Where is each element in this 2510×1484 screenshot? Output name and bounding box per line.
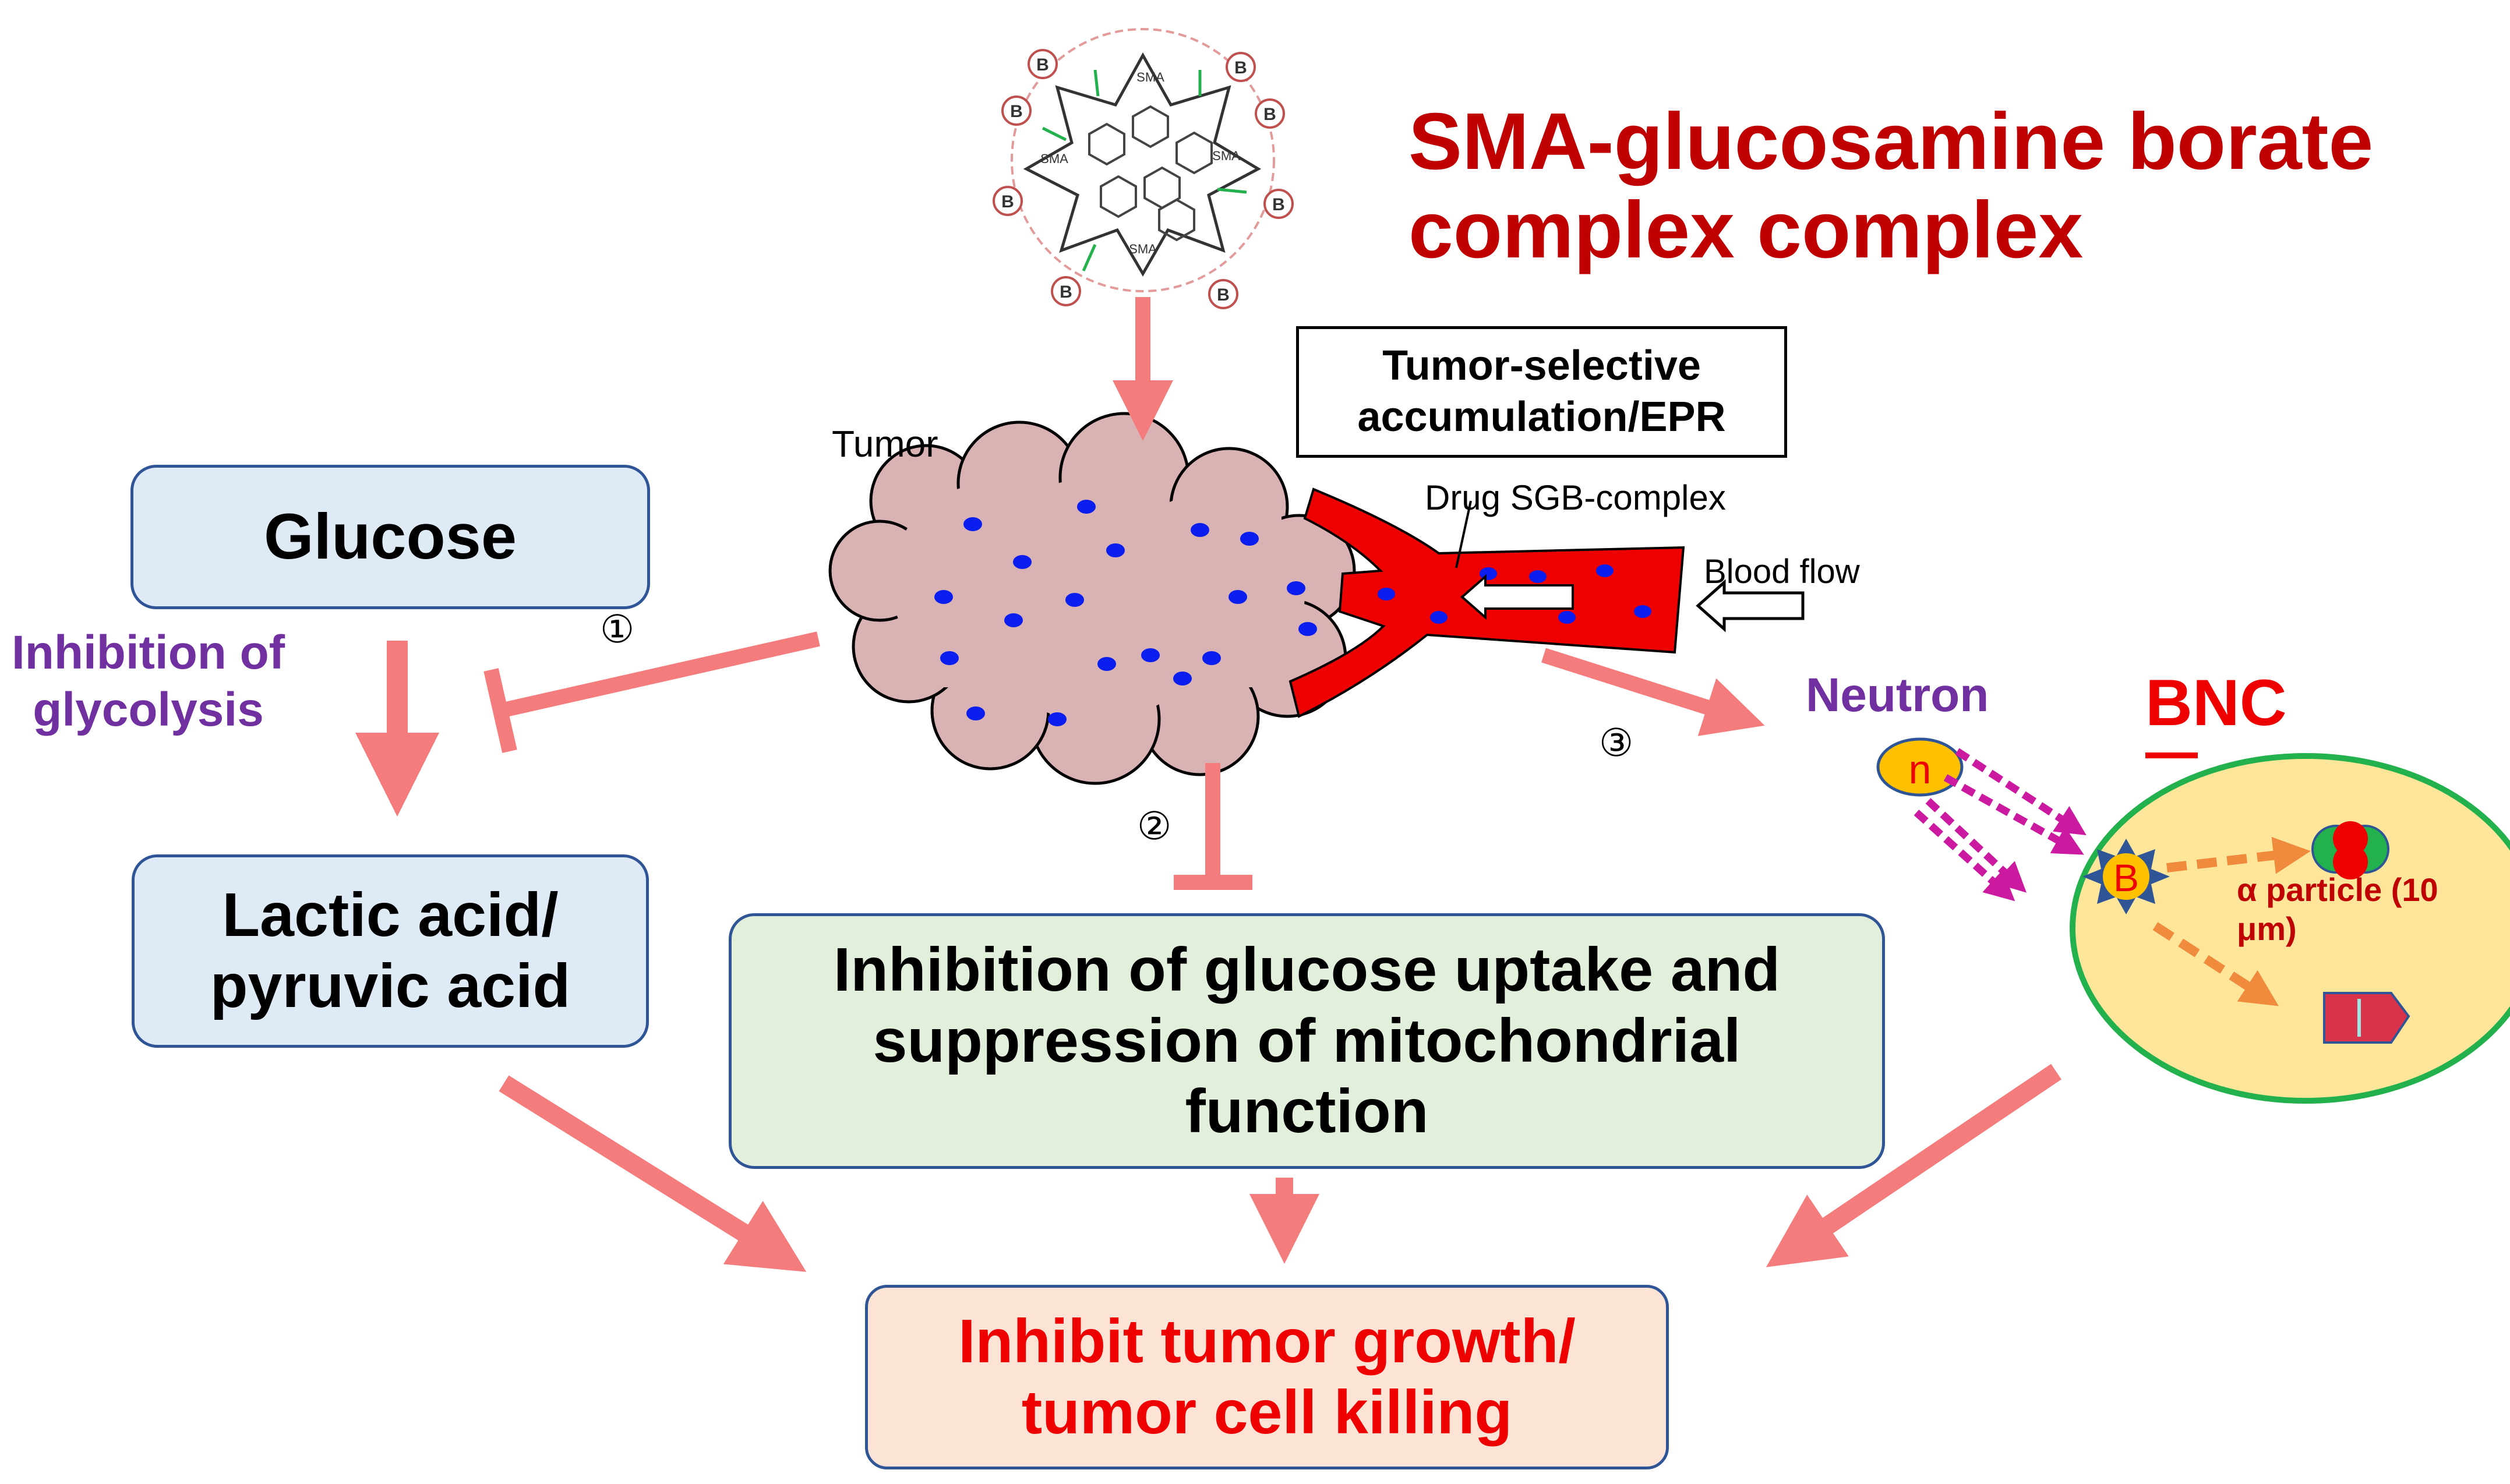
drug-particles — [934, 500, 1317, 726]
alpha-line-2: μm) — [2237, 910, 2297, 948]
bnct-cell: n B — [1876, 737, 2510, 1104]
sma-label: SMA — [1040, 151, 1068, 166]
glucose-box: Glucose — [130, 465, 650, 609]
boron-group-label: B — [1036, 55, 1049, 75]
inhibition-line-3: function — [1185, 1077, 1429, 1146]
glucose-uptake-inhibition-box: Inhibition of glucose uptake and suppres… — [729, 913, 1885, 1169]
outcome-box: Inhibit tumor growth/ tumor cell killing — [865, 1285, 1669, 1469]
outcome-line-1: Inhibit tumor growth/ — [958, 1306, 1576, 1376]
epr-line-1: Tumor-selective — [1382, 342, 1701, 390]
boron-surface-groups — [993, 49, 1294, 309]
inhibition-line-1: Inhibition of glucose uptake and — [833, 935, 1781, 1004]
neutron-symbol: n — [1909, 747, 1932, 792]
tumor-label: Tumor — [832, 423, 938, 465]
blood-vessel — [1288, 487, 1805, 718]
inhibition-line-2: suppression of mitochondrial — [873, 1006, 1741, 1075]
alpha-line-1: α particle (10 — [2237, 871, 2438, 908]
tumor-illustration — [828, 412, 1356, 785]
step-marker-3: ③ — [1599, 721, 1634, 764]
lactic-acid-box: Lactic acid/ pyruvic acid — [132, 854, 649, 1048]
neutron-label: Neutron — [1806, 669, 1989, 722]
sma-label: SMA — [1212, 149, 1240, 163]
boron-symbol: B — [2113, 856, 2139, 899]
bnct-label: BNC — [2145, 666, 2287, 739]
boron-group-label: B — [1263, 105, 1276, 124]
page-title: SMA-glucosamine borate complex complex — [1408, 97, 2374, 275]
boron-group-label: B — [1234, 58, 1247, 77]
drug-label: Drug SGB-complex — [1425, 478, 1726, 517]
boron-group-label: B — [1010, 102, 1023, 121]
epr-box: Tumor-selective accumulation/EPR — [1296, 326, 1787, 458]
boron-group-label: B — [1060, 282, 1072, 302]
step-marker-2: ② — [1137, 804, 1172, 847]
boron-group-label: B — [1217, 285, 1230, 305]
glycolysis-line-2: glycolysis — [33, 683, 264, 737]
alpha-particle-label: α particle (10 μm) — [2237, 870, 2438, 948]
pathway-arrows — [355, 297, 2061, 1272]
glycolysis-line-1: Inhibition of — [12, 626, 285, 679]
nanoparticle-illustration: B B B B B B B B SMA SMA SMA SMA — [993, 28, 1294, 309]
lactic-line-1: Lactic acid/ — [222, 881, 559, 950]
epr-line-2: accumulation/EPR — [1357, 394, 1726, 440]
lithium-nucleus-icon — [2323, 992, 2410, 1044]
boron-group-label: B — [1272, 195, 1285, 214]
boron-group-label: B — [1001, 192, 1014, 211]
title-line-2: complex complex — [1408, 185, 2084, 275]
sma-label: SMA — [1129, 242, 1157, 256]
glycolysis-inhibition-label: Inhibition of glycolysis — [12, 624, 285, 739]
title-line-1: SMA-glucosamine borate — [1408, 97, 2374, 186]
outcome-line-2: tumor cell killing — [1021, 1377, 1513, 1447]
blood-flow-label: Blood flow — [1704, 553, 1860, 591]
lactic-line-2: pyruvic acid — [210, 952, 571, 1020]
step-marker-1: ① — [600, 607, 635, 651]
helium-nucleus-icon — [2311, 821, 2389, 879]
glucose-text: Glucose — [263, 500, 517, 573]
sma-label: SMA — [1136, 70, 1164, 84]
